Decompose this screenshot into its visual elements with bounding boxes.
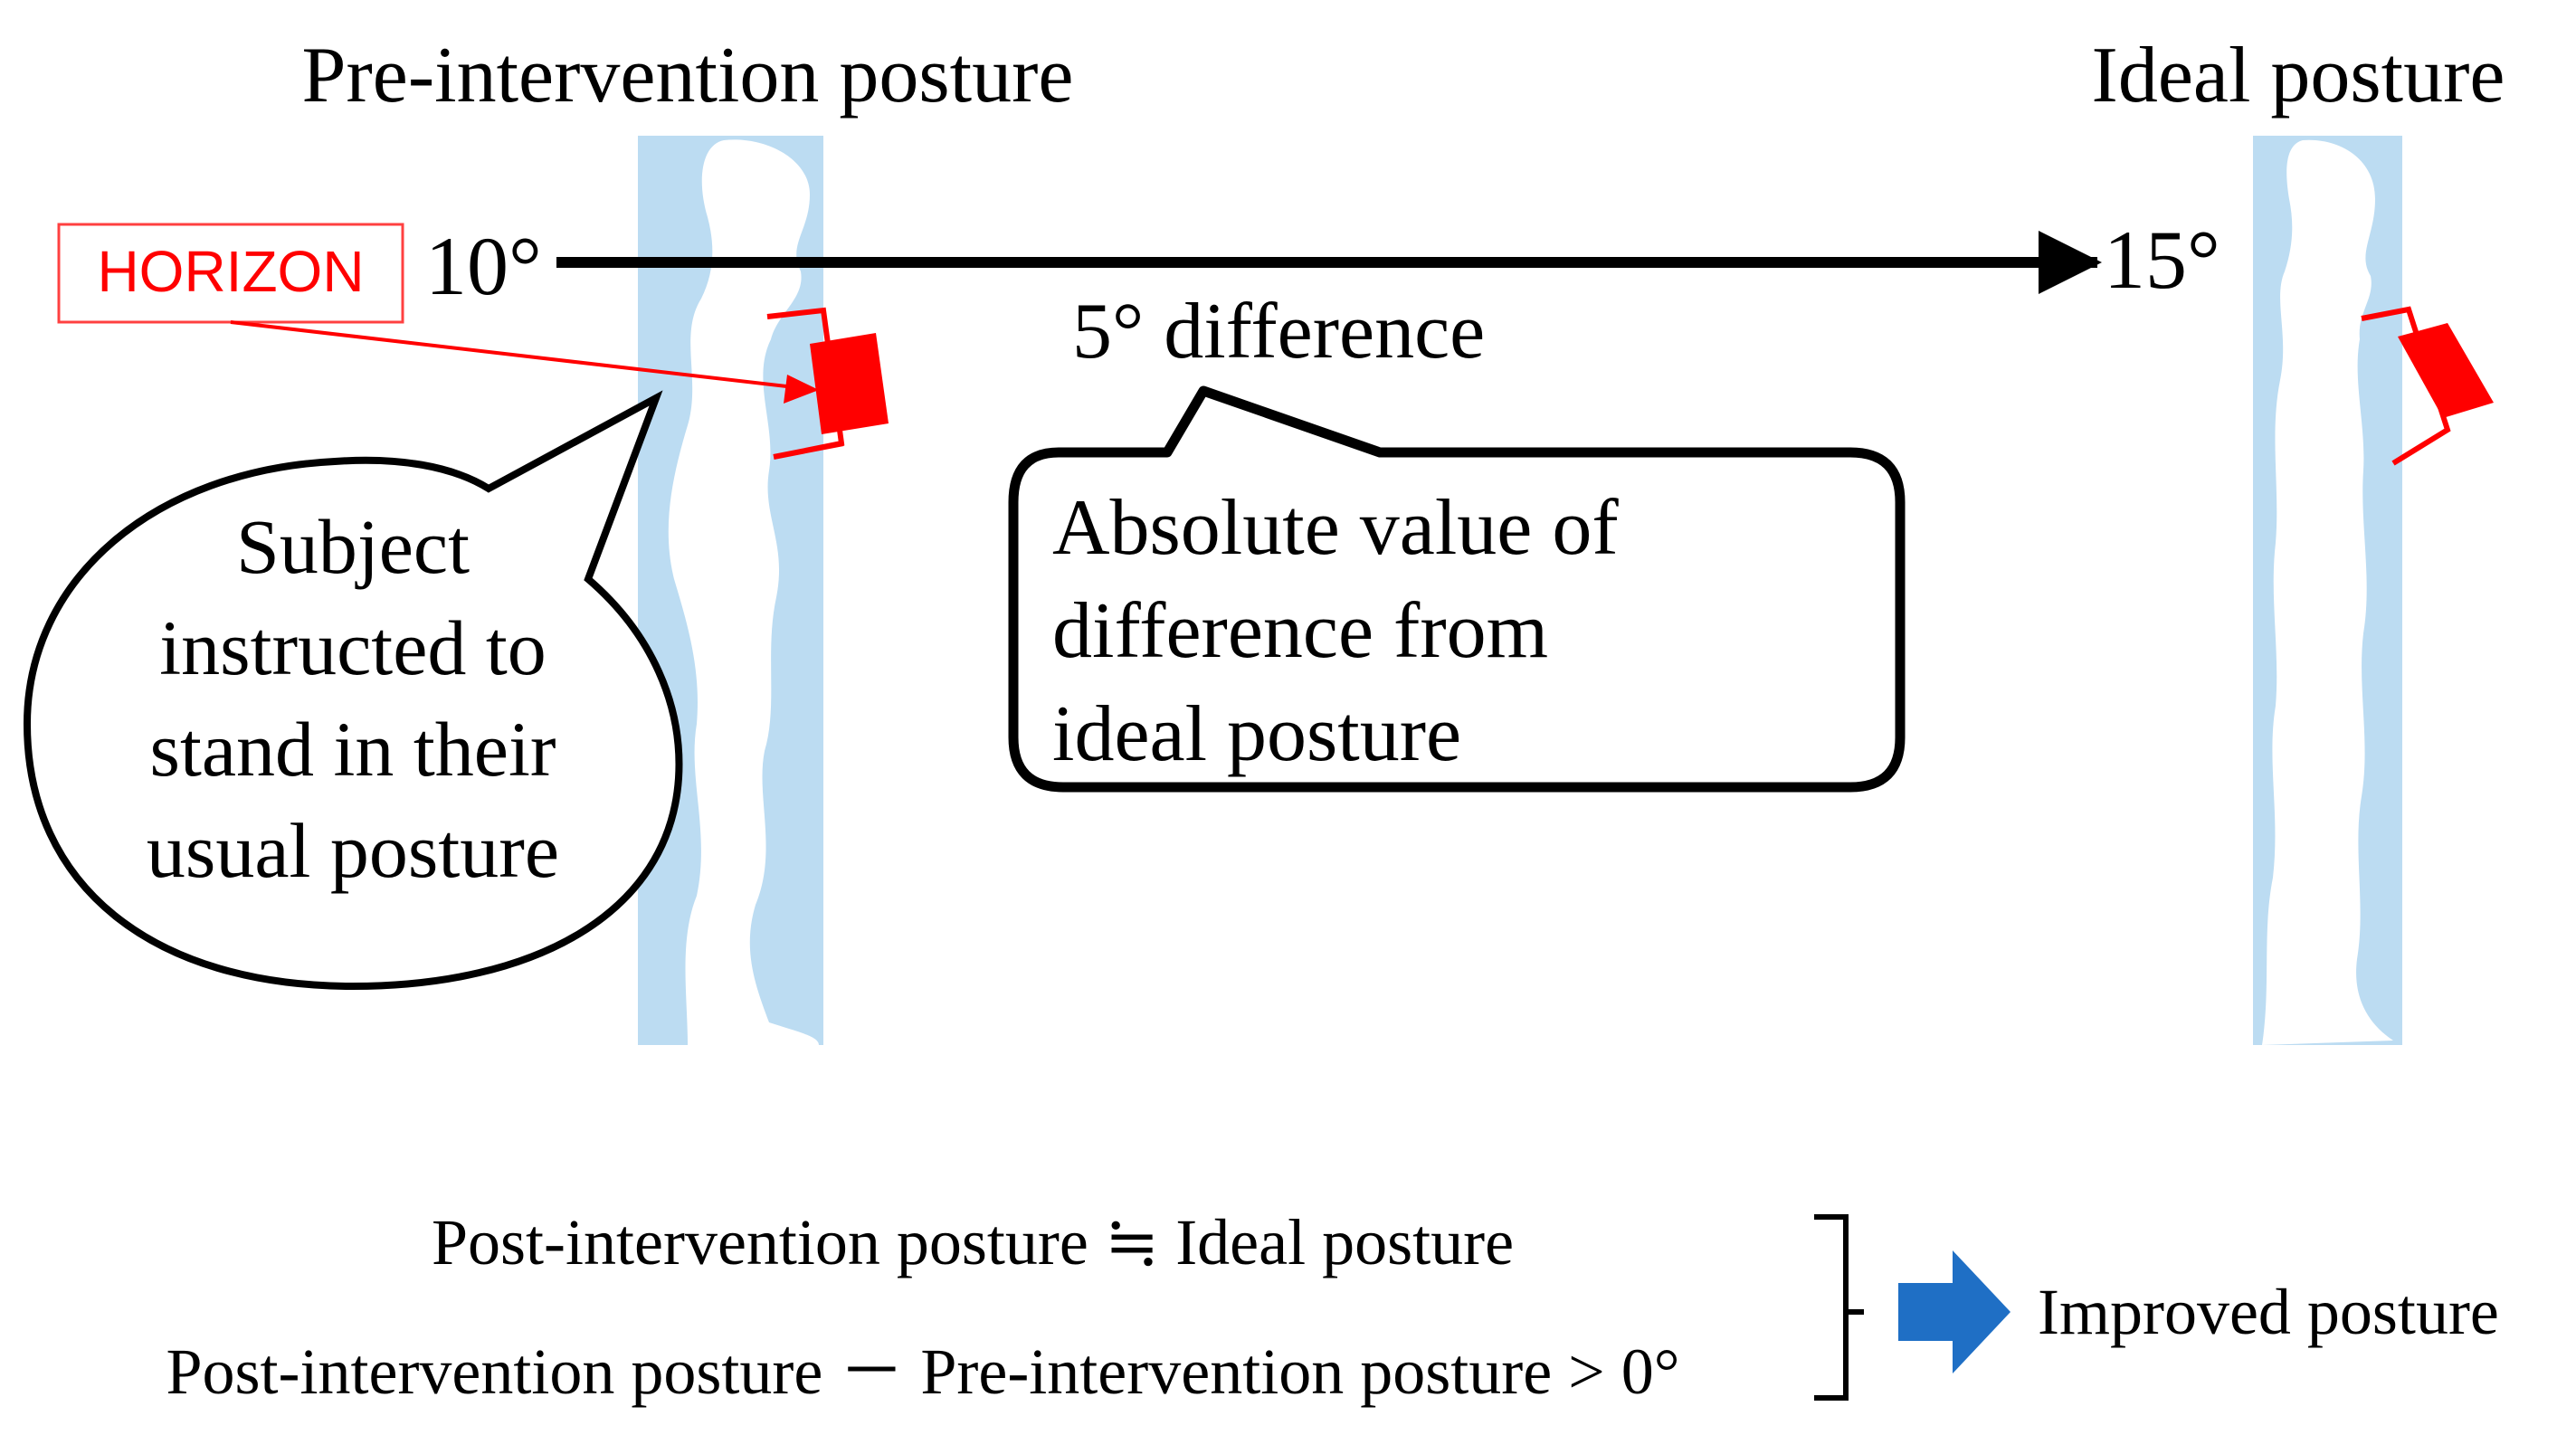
subject-callout-text: Subject instructed to stand in their usu… (147, 503, 559, 894)
absolute-line-2: difference from (1052, 587, 1548, 675)
subject-line-3: stand in their (149, 706, 556, 793)
criteria-line-2: Post-intervention posture － Pre-interven… (166, 1335, 1679, 1408)
pre-device-bracket (766, 307, 845, 460)
pre-device (810, 333, 889, 434)
result-label: Improved posture (2038, 1276, 2499, 1348)
subject-line-4: usual posture (147, 807, 559, 894)
angle-difference: 5° difference (1072, 288, 1485, 375)
horizon-pointer-line (230, 320, 811, 391)
horizon-label: HORIZON (97, 239, 364, 304)
ideal-device-bracket (2361, 306, 2451, 466)
subject-speech-bubble (23, 390, 683, 991)
ideal-body-silhouette (2262, 139, 2393, 1045)
result-arrow (1898, 1250, 2010, 1373)
absolute-value-callout (1008, 385, 1906, 793)
subject-line-1: Subject (236, 503, 470, 590)
criteria-line-1: Post-intervention posture ≒ Ideal postur… (432, 1206, 1514, 1278)
absolute-line-3: ideal posture (1052, 690, 1461, 778)
ideal-device (2398, 323, 2494, 418)
subject-line-2: instructed to (159, 604, 547, 691)
title-ideal: Ideal posture (2092, 32, 2505, 119)
angle-ideal: 15° (2104, 214, 2220, 306)
absolute-line-1: Absolute value of (1052, 484, 1619, 572)
angle-arrowhead (2039, 231, 2102, 294)
horizon-pointer-head (784, 375, 819, 404)
angle-pre: 10° (425, 220, 542, 312)
horizon-label-box (57, 223, 404, 324)
pre-body-silhouette (668, 139, 819, 1046)
criteria-brace (1814, 1214, 1864, 1401)
title-pre-intervention: Pre-intervention posture (302, 32, 1074, 119)
absolute-callout-text: Absolute value of difference from ideal … (1052, 484, 1619, 778)
